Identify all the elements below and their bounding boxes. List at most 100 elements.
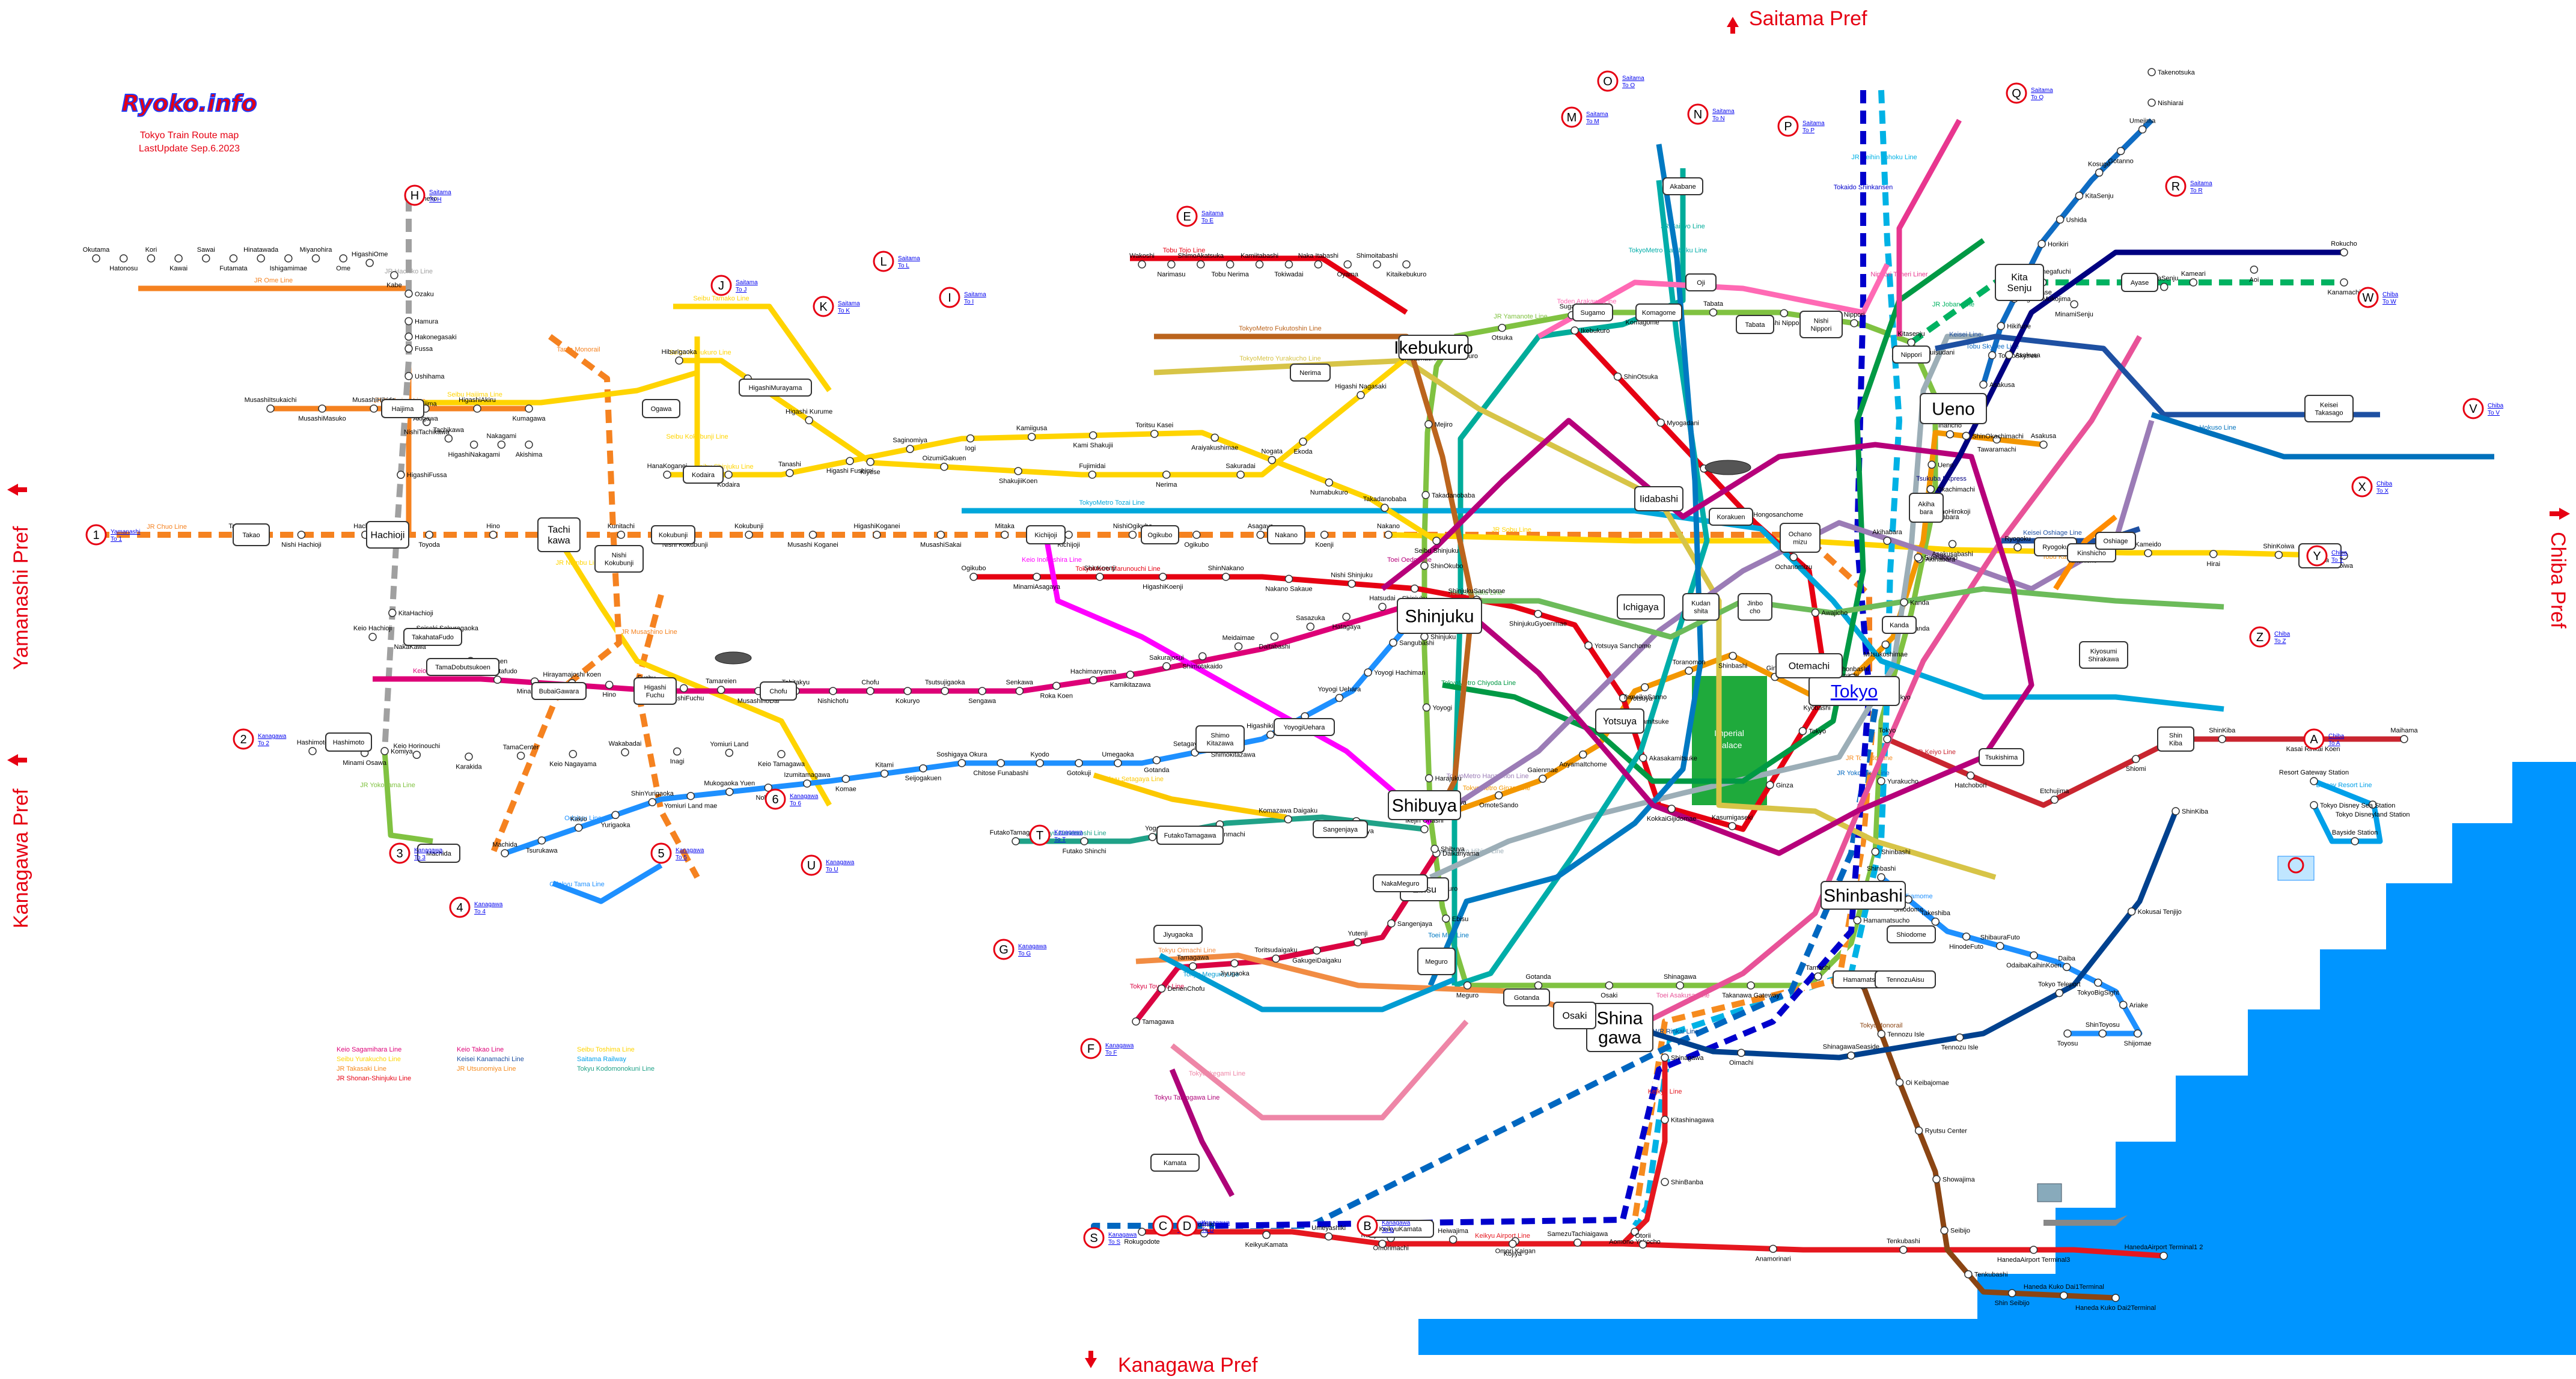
station-dot[interactable] xyxy=(1780,309,1789,317)
station[interactable]: Heiwajima xyxy=(1438,1228,1469,1244)
station[interactable]: Shimotakaido xyxy=(1182,652,1222,670)
station[interactable]: Senkawa xyxy=(1006,679,1034,695)
station[interactable]: Gaienmae xyxy=(1527,767,1558,783)
station-dot[interactable] xyxy=(906,445,914,453)
terminal-link[interactable]: Saitama xyxy=(1201,210,1224,217)
station[interactable]: Oimachi xyxy=(1729,1049,1753,1067)
station-dot[interactable] xyxy=(2147,68,2156,76)
station[interactable]: Zoshiki xyxy=(1194,1222,1215,1238)
station-dot[interactable] xyxy=(1014,467,1022,475)
station[interactable]: Ekoda xyxy=(1293,437,1313,455)
hub-shinagawa[interactable]: Shinagawa xyxy=(1586,1003,1653,1052)
hub-box[interactable] xyxy=(1373,874,1428,892)
station-dot[interactable] xyxy=(1661,1053,1669,1062)
station[interactable]: Takeshiba xyxy=(1920,910,1951,926)
station-dot[interactable] xyxy=(1685,666,1693,675)
terminal-link[interactable]: Kanagawa xyxy=(1382,1220,1411,1226)
station[interactable]: Toyosu xyxy=(2057,1029,2078,1047)
hub-box[interactable] xyxy=(1808,676,1900,706)
hub-haijima[interactable]: Haijima xyxy=(381,399,424,418)
hub-box[interactable] xyxy=(642,399,680,418)
terminal-link-sub[interactable]: To T xyxy=(1054,836,1066,843)
hub-tama-dobutsukoen[interactable]: TamaDobutsukoen xyxy=(426,658,499,676)
station[interactable]: Fujimidai xyxy=(1079,463,1105,479)
station[interactable]: Shinbashi xyxy=(1867,865,1896,881)
station-dot[interactable] xyxy=(829,687,837,695)
station-dot[interactable] xyxy=(1236,470,1245,479)
hub-kanda[interactable]: Kanda xyxy=(1882,616,1917,634)
hub-box[interactable] xyxy=(1141,525,1179,544)
terminal-circle[interactable] xyxy=(1029,824,1051,846)
station[interactable]: Nishi Shinjuku xyxy=(1331,571,1373,588)
station-dot[interactable] xyxy=(1033,573,1041,581)
station[interactable]: Aoi xyxy=(2249,266,2259,284)
station[interactable]: Rokucho xyxy=(2331,240,2357,257)
terminal-link-sub[interactable]: To P xyxy=(1802,127,1814,134)
station[interactable]: Toritsudaigaku xyxy=(1254,946,1297,963)
station[interactable]: Akihabara xyxy=(1872,529,1903,545)
station-dot[interactable] xyxy=(1064,531,1073,539)
station-dot[interactable] xyxy=(679,684,688,693)
station-dot[interactable] xyxy=(2111,1294,2120,1302)
station[interactable]: HigashiOme xyxy=(352,251,388,267)
station-dot[interactable] xyxy=(2094,978,2102,987)
station-dot[interactable] xyxy=(1378,603,1387,611)
station[interactable]: Kokubunji xyxy=(734,523,763,539)
hub-ogikubo[interactable]: Ogikubo xyxy=(1141,525,1179,544)
station-dot[interactable] xyxy=(412,750,421,759)
station[interactable]: Tamachi xyxy=(1805,964,1830,981)
station-dot[interactable] xyxy=(786,469,794,477)
hub-komagome[interactable]: Komagome xyxy=(1635,303,1682,321)
hub-yotsuya[interactable]: Yotsuya xyxy=(1595,708,1644,734)
hub-takahatafudo[interactable]: TakahataFudo xyxy=(403,628,462,646)
station[interactable]: Asakusa xyxy=(1979,380,2015,389)
station[interactable]: Shinbashi xyxy=(1871,847,1911,856)
station-dot[interactable] xyxy=(1148,833,1157,841)
station-dot[interactable] xyxy=(745,531,753,539)
hub-box[interactable] xyxy=(1682,593,1720,621)
station-dot[interactable] xyxy=(1075,759,1083,767)
station[interactable]: Otsuka xyxy=(1492,323,1513,342)
station-dot[interactable] xyxy=(2004,350,2013,359)
station-dot[interactable] xyxy=(537,836,546,845)
station-dot[interactable] xyxy=(1357,391,1365,400)
terminal-link-sub[interactable]: To M xyxy=(1586,118,1599,125)
station-dot[interactable] xyxy=(1448,1235,1457,1244)
station-dot[interactable] xyxy=(368,633,377,641)
station[interactable]: Mukogaoka Yuen xyxy=(704,780,755,796)
station-dot[interactable] xyxy=(1442,915,1450,923)
station-dot[interactable] xyxy=(1138,1228,1146,1236)
hub-kokubunji[interactable]: Kokubunji xyxy=(651,525,695,544)
station[interactable]: Ozaku xyxy=(404,290,434,298)
hub-box[interactable] xyxy=(1709,508,1753,526)
station-dot[interactable] xyxy=(266,404,275,413)
station[interactable]: Kosuge xyxy=(2088,160,2110,177)
station[interactable]: Ariake xyxy=(2119,1000,2148,1009)
station-dot[interactable] xyxy=(1364,668,1372,677)
station-dot[interactable] xyxy=(1871,847,1879,856)
station[interactable]: Shinbashi xyxy=(1718,651,1747,670)
station[interactable]: Takadanobaba xyxy=(1421,491,1476,499)
station-dot[interactable] xyxy=(284,254,293,263)
station[interactable]: Yurakucho xyxy=(1877,777,1918,785)
station[interactable]: TamaCenter xyxy=(503,744,539,760)
station-dot[interactable] xyxy=(1661,1178,1669,1186)
station-dot[interactable] xyxy=(1932,1175,1941,1184)
hub-box[interactable] xyxy=(1736,315,1774,334)
station[interactable]: Keio Nagayama xyxy=(549,750,597,768)
station[interactable]: Nogata xyxy=(1262,448,1283,464)
station[interactable]: Kawai xyxy=(169,254,188,272)
station[interactable]: Asakusa xyxy=(2004,350,2041,359)
station[interactable]: Yotsuya xyxy=(1619,694,1653,702)
station-dot[interactable] xyxy=(308,747,317,755)
station[interactable]: DenenChofu xyxy=(1157,984,1205,993)
hub-box[interactable] xyxy=(1780,523,1821,553)
hub-higashimurayama[interactable]: HigashiMurayama xyxy=(739,379,812,397)
hub-box[interactable] xyxy=(2095,532,2136,550)
station[interactable]: Jiyugaoka xyxy=(1219,959,1250,977)
station[interactable]: Kitashinagawa xyxy=(1661,1115,1714,1124)
station-dot[interactable] xyxy=(1883,735,1891,743)
